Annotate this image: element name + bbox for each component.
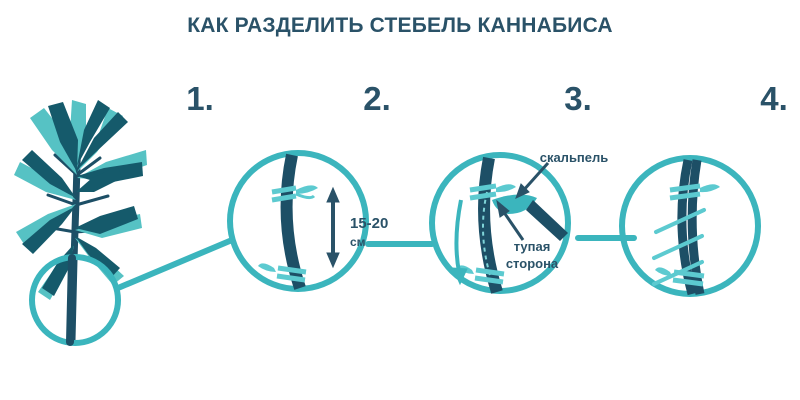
plant-leaves-dark bbox=[22, 100, 143, 296]
connector-plant-to-1 bbox=[115, 237, 235, 291]
step-3-stem-left-half bbox=[677, 159, 697, 296]
step-2-stem bbox=[478, 156, 503, 294]
step-1-node-top bbox=[271, 185, 318, 203]
step-3-node-top bbox=[669, 183, 720, 201]
step-1-measure-value: 15-20 bbox=[350, 215, 388, 232]
plant-node-circle bbox=[29, 254, 121, 346]
step-3-stem-right-half bbox=[687, 159, 705, 295]
scalpel-pointer-arrow bbox=[515, 161, 550, 199]
page-title: КАК РАЗДЕЛИТЬ СТЕБЕЛЬ КАННАБИСА bbox=[187, 14, 613, 37]
step-number-1: 1. bbox=[186, 80, 214, 117]
step-1-stem bbox=[280, 153, 306, 290]
step-3-circle-group bbox=[619, 155, 761, 297]
step-1-circle-group: 15-20 см bbox=[227, 150, 388, 292]
step-number-4: 4. bbox=[760, 80, 788, 117]
step-3-spacers bbox=[652, 208, 706, 286]
step-1-node-bottom bbox=[258, 263, 307, 283]
step-2-node-top bbox=[469, 183, 516, 201]
cannabis-plant-illustration bbox=[14, 100, 147, 344]
plant-node-stem bbox=[66, 254, 76, 346]
step-2-direction-arrow bbox=[452, 199, 468, 286]
step-1-measure-unit: см bbox=[350, 235, 366, 249]
scalpel-label: скальпель bbox=[540, 150, 609, 165]
step-number-2: 2. bbox=[363, 80, 391, 117]
step-2-circle-group: скальпель тупая сторона bbox=[429, 150, 609, 294]
blunt-side-label-line1: тупая bbox=[514, 239, 551, 254]
step-1-circle bbox=[227, 150, 369, 292]
step-1-measurement-arrow bbox=[326, 186, 340, 269]
blunt-side-label-line2: сторона bbox=[506, 256, 559, 271]
step-number-3: 3. bbox=[564, 80, 592, 117]
blunt-side-pointer-arrow bbox=[496, 199, 525, 241]
